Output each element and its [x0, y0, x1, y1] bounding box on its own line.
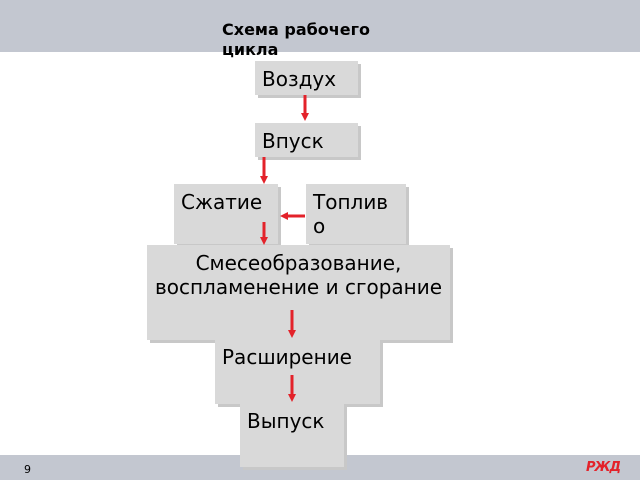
- node-exhaust: Выпуск: [240, 403, 344, 467]
- header-bar: [0, 0, 640, 52]
- rzd-logo: РЖД: [586, 460, 621, 475]
- slide-title: Схема рабочего цикла: [222, 20, 370, 59]
- node-mixing-combustion: Смесеобразование, воспламенение и сгоран…: [147, 245, 450, 340]
- node-expansion: Расширение: [215, 339, 380, 404]
- node-compression: Сжатие: [174, 184, 278, 244]
- page-number: 9: [24, 463, 31, 476]
- node-air: Воздух: [255, 61, 358, 95]
- node-intake: Впуск: [255, 123, 358, 157]
- node-fuel: Топливо: [306, 184, 406, 244]
